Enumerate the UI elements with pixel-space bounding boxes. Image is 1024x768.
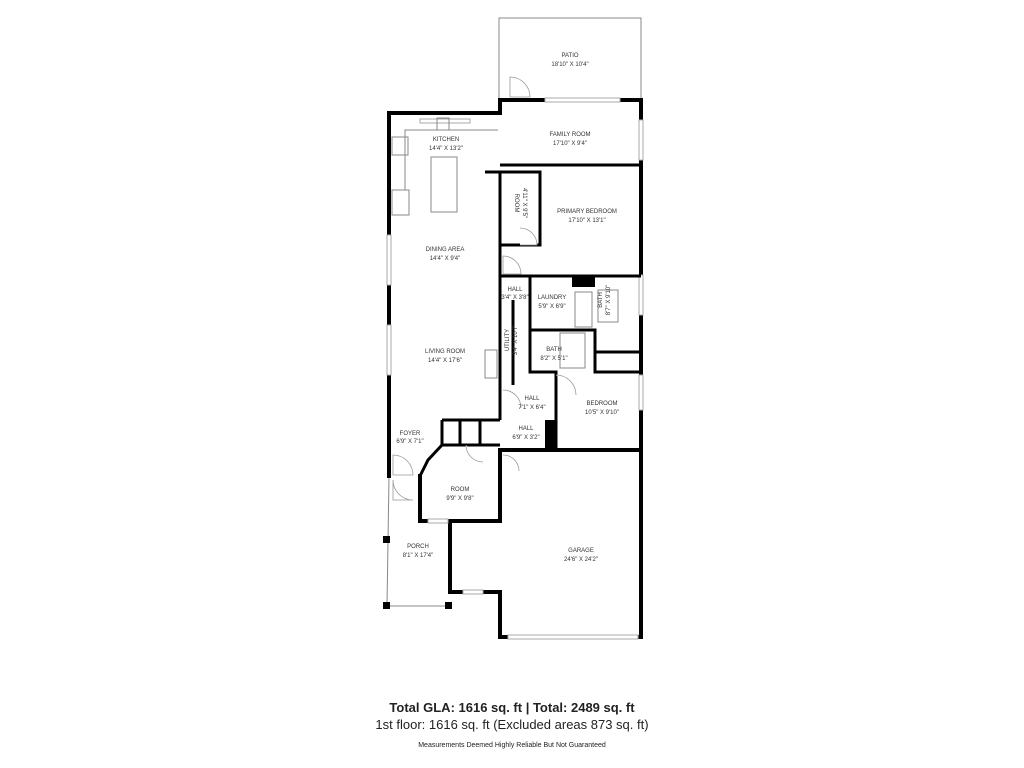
room-size: 8'1" X 17'4" [403,553,434,559]
room-porch: PORCH 8'1" X 17'4" [403,544,434,559]
room-utility: UTILITY 3'4" X 10'7" [505,325,519,356]
room-size: 9'9" X 9'8" [446,496,473,502]
room-hall-2: HALL 7'1" X 6'4" [518,396,545,411]
room-size: 6'9" X 7'1" [396,439,423,445]
floor-area-summary: 1st floor: 1616 sq. ft (Excluded areas 8… [375,717,649,732]
interior-walls [418,163,641,477]
porch-post [383,536,390,543]
room-family-room: FAMILY ROOM 17'10" X 9'4" [549,132,590,147]
room-size: 8'7" X 9'10" [606,285,612,316]
room-name: LIVING ROOM [425,349,465,355]
doors [392,76,577,501]
room-size: 18'10" X 10'4" [551,62,588,68]
room-size: 3'4" X 3'8" [501,295,528,301]
porch-post [445,602,452,609]
room-hall-1: HALL 3'4" X 3'8" [501,287,528,301]
room-name: HALL [507,287,523,293]
room-name: ROOM [451,487,470,493]
room-name: UTILITY [505,329,511,351]
windows [386,97,644,640]
room-patio: PATIO 18'10" X 10'4" [551,53,588,68]
room-size: 14'4" X 9'4" [430,256,461,262]
room-size: 10'5" X 9'10" [585,410,619,416]
room-size: 14'4" X 17'6" [428,358,462,364]
room-bedroom: BEDROOM 10'5" X 9'10" [585,401,619,416]
room-primary-bedroom: PRIMARY BEDROOM 17'10" X 13'1" [557,209,617,224]
room-name: FAMILY ROOM [549,132,590,138]
room-size: 24'6" X 24'2" [564,557,598,563]
room-size: 3'4" X 10'7" [513,325,519,356]
room-name: HALL [524,396,540,402]
room-bath-2: BATH 8'2" X 5'1" [540,347,567,362]
room-size: 5'9" X 6'9" [538,304,565,310]
room-foyer: FOYER 6'9" X 7'1" [396,431,423,445]
room-name: GARAGE [568,548,594,554]
room-name: BATH [546,347,562,353]
room-laundry: LAUNDRY 5'9" X 6'9" [538,295,567,310]
room-name: HALL [518,426,534,432]
room-primary-bath: BATH 8'7" X 9'10" [598,285,612,316]
kitchen-fixtures [391,117,619,379]
room-name: LAUNDRY [538,295,567,301]
room-size: 17'10" X 13'1" [568,218,605,224]
room-front-room: ROOM 9'9" X 9'8" [446,487,473,502]
room-size: 6'9" X 3'2" [512,435,539,441]
room-name: ROOM [513,194,519,213]
room-size: 4'11" X 9'5" [521,188,527,218]
room-kitchen: KITCHEN 14'4" X 13'2" [429,137,463,152]
room-name: BEDROOM [586,401,617,407]
room-dining-area: DINING AREA 14'4" X 9'4" [426,247,465,262]
room-name: FOYER [400,431,421,437]
total-area-summary: Total GLA: 1616 sq. ft | Total: 2489 sq.… [389,700,635,715]
room-small-room: ROOM 4'11" X 9'5" [513,188,527,218]
disclaimer: Measurements Deemed Highly Reliable But … [418,742,606,749]
room-size: 8'2" X 5'1" [540,356,567,362]
room-hall-3: HALL 6'9" X 3'2" [512,426,539,441]
room-size: 14'4" X 13'2" [429,146,463,152]
room-size: 7'1" X 6'4" [518,405,545,411]
room-living-room: LIVING ROOM 14'4" X 17'6" [425,349,465,364]
room-name: PORCH [407,544,429,550]
room-name: PRIMARY BEDROOM [557,209,617,215]
room-garage: GARAGE 24'6" X 24'2" [564,548,598,563]
room-name: KITCHEN [433,137,459,143]
room-name: BATH [598,292,604,308]
porch-post [383,602,390,609]
room-name: DINING AREA [426,247,465,253]
room-size: 17'10" X 9'4" [553,141,587,147]
room-name: PATIO [561,53,578,59]
